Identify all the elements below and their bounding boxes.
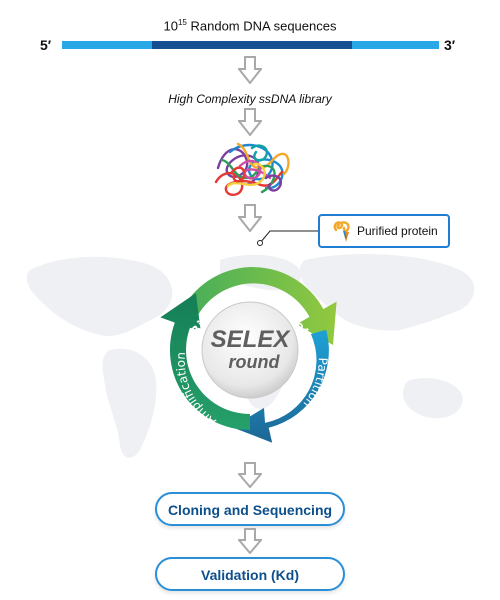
dna-sequence-bar: [62, 41, 439, 49]
sequence-count-base: 10: [163, 18, 178, 34]
cloning-sequencing-label: Cloning and Sequencing: [167, 502, 333, 518]
binding-arc-arrow: [183, 267, 337, 345]
down-arrow-icon: [238, 204, 262, 232]
partition-arc-arrow: [232, 329, 329, 443]
library-label: High Complexity ssDNA library: [168, 92, 332, 106]
selex-title: SELEX: [211, 326, 292, 353]
dna-bar-middle-segment: [152, 41, 352, 49]
purified-protein-label: Purified protein: [357, 224, 438, 238]
purified-protein-box: Purified protein: [318, 214, 450, 248]
round-label: round: [229, 352, 281, 372]
partition-label-path: Partition: [301, 357, 330, 410]
selex-center-sphere: [201, 301, 299, 399]
three-prime-label: 3′: [444, 37, 456, 53]
cloning-sequencing-box: Cloning and Sequencing: [155, 492, 345, 526]
down-arrow-icon: [238, 528, 262, 554]
down-arrow-icon: [238, 108, 262, 136]
validation-label: Validation (Kd): [201, 567, 299, 583]
down-arrow-icon: [238, 56, 262, 84]
down-arrow-icon: [238, 462, 262, 488]
sequence-count-exponent: 15: [177, 18, 187, 27]
sequence-count-text: Random DNA sequences: [186, 18, 337, 34]
validation-box: Validation (Kd): [155, 557, 345, 591]
dna-bar-left-segment: [62, 41, 152, 49]
sequence-count-label: 1015 Random DNA sequences: [0, 18, 500, 33]
protein-connector-line: [257, 230, 322, 246]
amplification-arc-arrow: [160, 293, 250, 430]
partition-label: Partition: [301, 357, 330, 410]
five-prime-label: 5′: [40, 37, 52, 53]
dna-bar-right-segment: [352, 41, 439, 49]
ssdna-library-tangle-icon: [214, 142, 290, 196]
selex-cycle-diagram: Binding to target Partition Amplificatio…: [160, 267, 337, 443]
protein-icon: [333, 221, 350, 242]
